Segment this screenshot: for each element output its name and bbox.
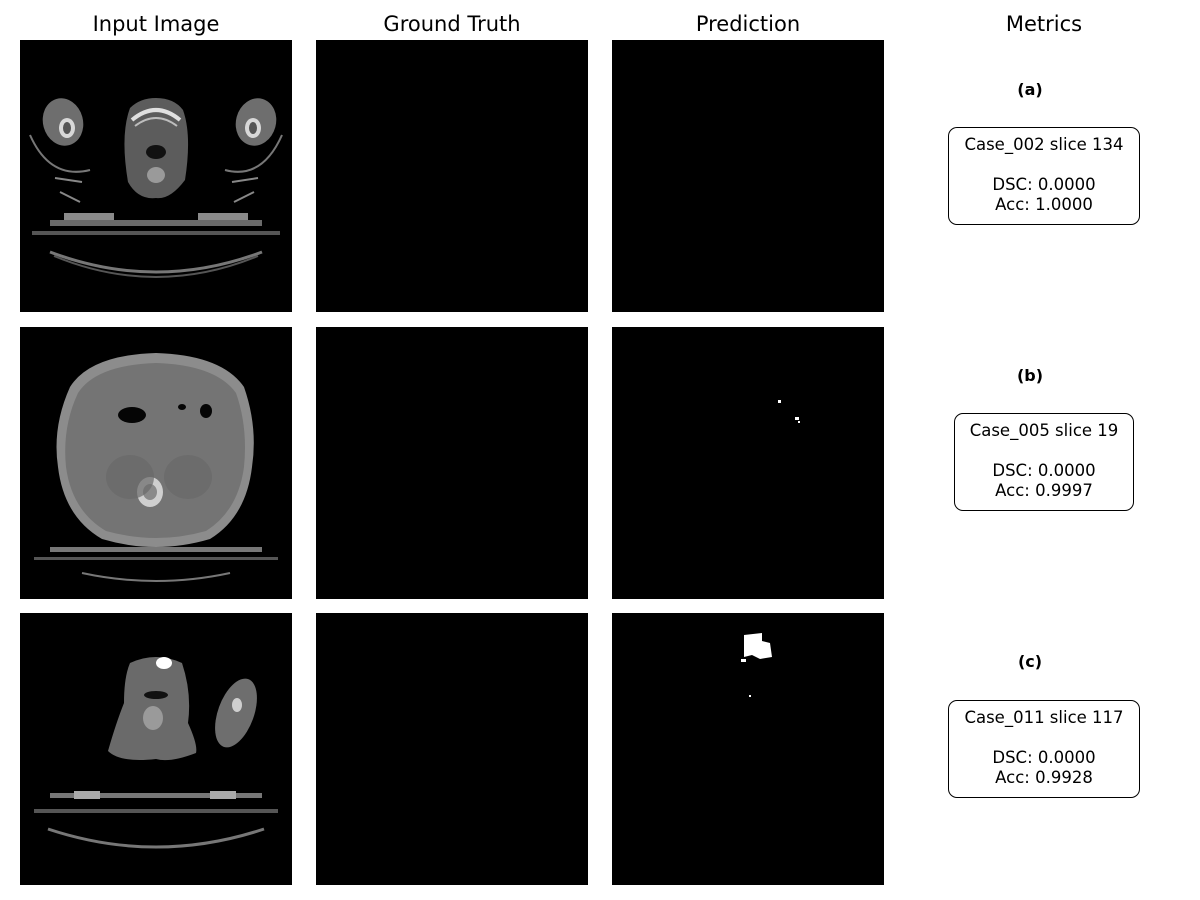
spacer (957, 728, 1131, 748)
case-label-a: Case_002 slice 134 (964, 135, 1124, 154)
ground-truth-panel-c (316, 613, 588, 885)
prediction-panel-b (612, 327, 884, 599)
input-image-panel-c (20, 613, 292, 885)
metrics-box-b: Case_005 slice 19 DSC: 0.0000 Acc: 0.999… (954, 413, 1134, 511)
ground-truth-panel-a (316, 40, 588, 312)
case-label-c: Case_011 slice 117 (964, 708, 1124, 727)
case-label-b: Case_005 slice 19 (969, 421, 1119, 440)
acc-value-b: Acc: 0.9997 (995, 481, 1093, 500)
row-label-c: (c) (1017, 652, 1043, 671)
dsc-value-b: DSC: 0.0000 (992, 461, 1096, 480)
row-label-a: (a) (1017, 80, 1043, 99)
spacer (963, 441, 1125, 461)
acc-value-c: Acc: 0.9928 (995, 768, 1093, 787)
prediction-panel-c (612, 613, 884, 885)
input-image-panel-b (20, 327, 292, 599)
prediction-mask-c (741, 633, 772, 697)
column-title-input-image: Input Image (92, 12, 220, 36)
dsc-value-c: DSC: 0.0000 (992, 748, 1096, 767)
ground-truth-panel-b (316, 327, 588, 599)
row-label-b: (b) (1016, 366, 1044, 385)
ct-scan-image-c (34, 657, 278, 849)
acc-value-a: Acc: 1.0000 (995, 195, 1093, 214)
metrics-box-a: Case_002 slice 134 DSC: 0.0000 Acc: 1.00… (948, 127, 1140, 225)
prediction-mask-b (778, 400, 800, 423)
dsc-value-a: DSC: 0.0000 (992, 175, 1096, 194)
column-title-metrics: Metrics (1005, 12, 1083, 36)
metrics-box-c: Case_011 slice 117 DSC: 0.0000 Acc: 0.99… (948, 700, 1140, 798)
spacer (957, 155, 1131, 175)
column-title-ground-truth: Ground Truth (383, 12, 521, 36)
column-title-prediction: Prediction (695, 12, 801, 36)
prediction-panel-a (612, 40, 884, 312)
ct-scan-image-b (34, 353, 278, 582)
ct-scan-image-a (29, 98, 283, 278)
input-image-panel-a (20, 40, 292, 312)
